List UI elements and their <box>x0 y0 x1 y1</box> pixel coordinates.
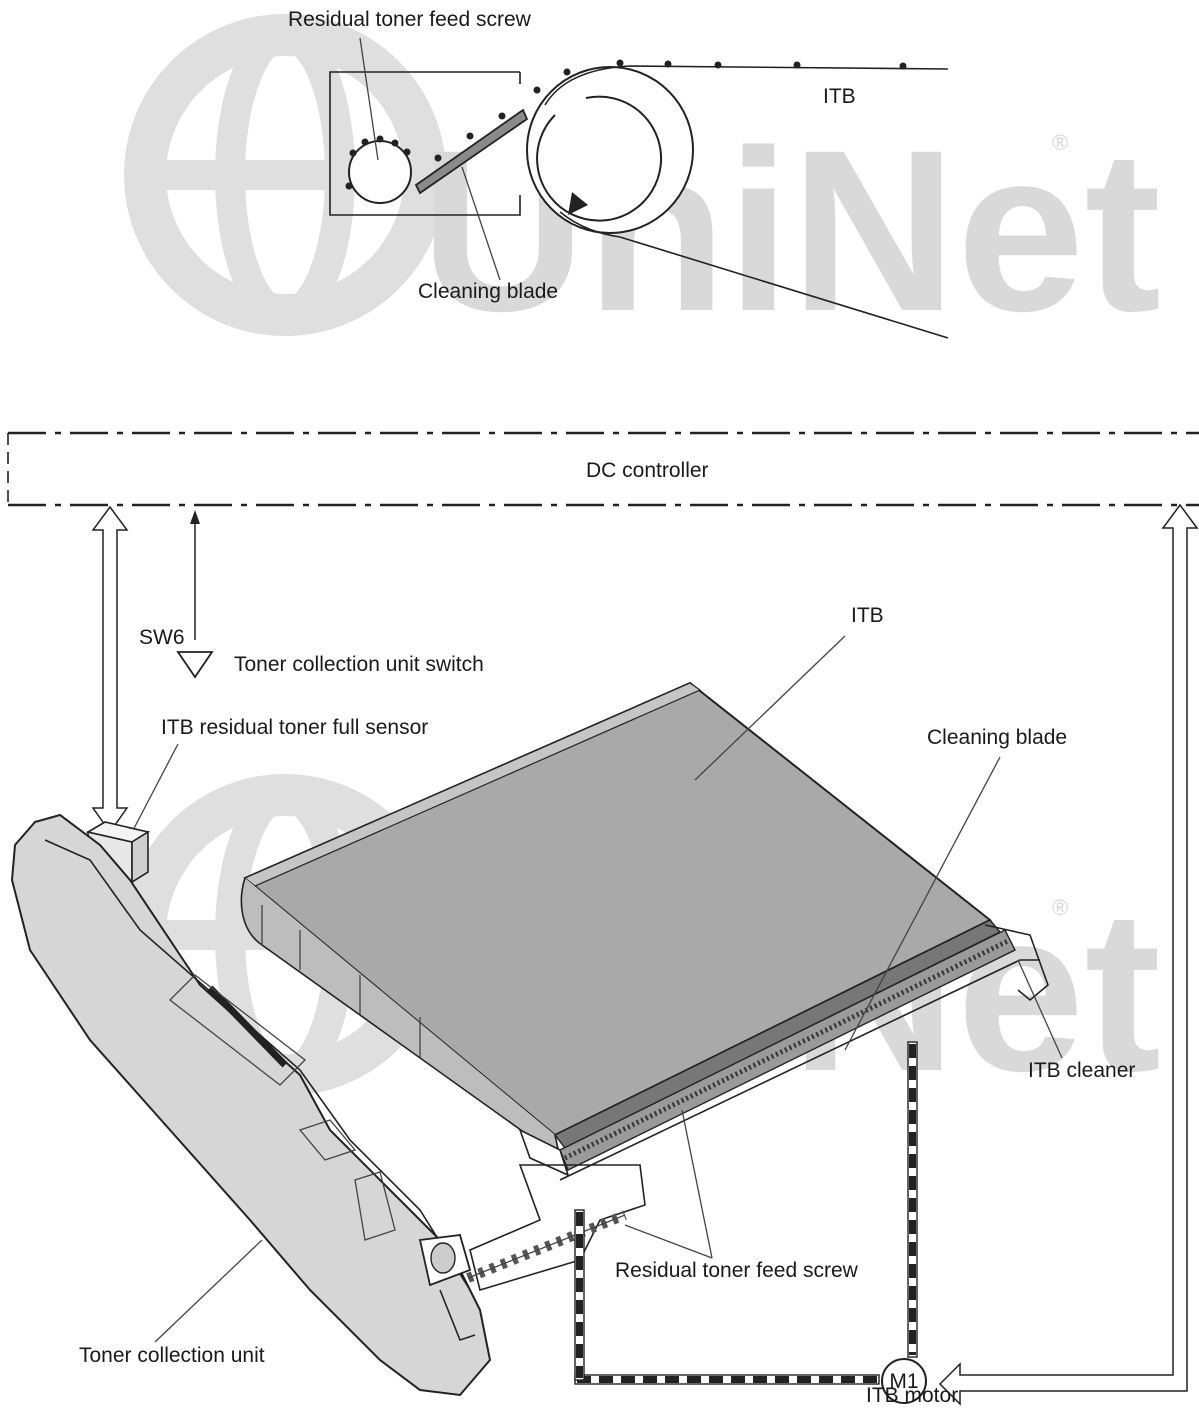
screw-label-bottom: Residual toner feed screw <box>615 1259 859 1282</box>
rotation-arrow <box>536 95 663 222</box>
dc-controller-label: DC controller <box>586 459 709 482</box>
collection-label: Toner collection unit <box>79 1344 265 1367</box>
sensor-signal-arrow <box>91 505 129 834</box>
itb-label-bottom: ITB <box>851 604 884 627</box>
registered-mark: ® <box>1052 130 1068 155</box>
toner-collection-unit <box>10 813 492 1397</box>
itb-belt-lower <box>559 211 949 339</box>
cleaner-label: ITB cleaner <box>1028 1059 1135 1082</box>
switch-label: Toner collection unit switch <box>234 653 484 676</box>
dc-controller: DC controller <box>7 431 1199 507</box>
motor-signal-arrow <box>938 503 1199 1406</box>
switch-signal-line <box>190 510 200 640</box>
drive-chain-right <box>907 1041 918 1358</box>
drive-chain-left <box>574 1209 585 1381</box>
registered-mark: ® <box>1052 895 1068 920</box>
motor-code: M1 <box>889 1370 918 1393</box>
blade-label-bottom: Cleaning blade <box>927 726 1067 749</box>
top-diagram: Residual toner feed screw ITB Cleaning b… <box>288 8 949 339</box>
sensor-label: ITB residual toner full sensor <box>161 716 428 739</box>
motor-label: ITB motor <box>866 1384 958 1407</box>
itb-belt-upper <box>544 65 949 106</box>
cleaner-enclosure <box>329 71 521 216</box>
rotation-arrowhead <box>568 192 588 215</box>
itb-unit <box>240 681 1049 1181</box>
blade-label-top: Cleaning blade <box>418 280 558 303</box>
feed-screw-circle <box>348 140 412 204</box>
switch-code: SW6 <box>139 626 185 649</box>
bottom-diagram: SW6 Toner collection unit switch ITB res… <box>10 503 1199 1407</box>
cleaning-blade-top <box>414 108 529 195</box>
itb-motor-icon <box>881 1358 927 1404</box>
toner-collection-switch-icon <box>176 651 214 679</box>
itb-label-top: ITB <box>823 85 856 108</box>
screw-label-top: Residual toner feed screw <box>288 8 532 31</box>
drive-chain-horizontal <box>574 1374 880 1385</box>
itb-roller <box>526 66 694 234</box>
